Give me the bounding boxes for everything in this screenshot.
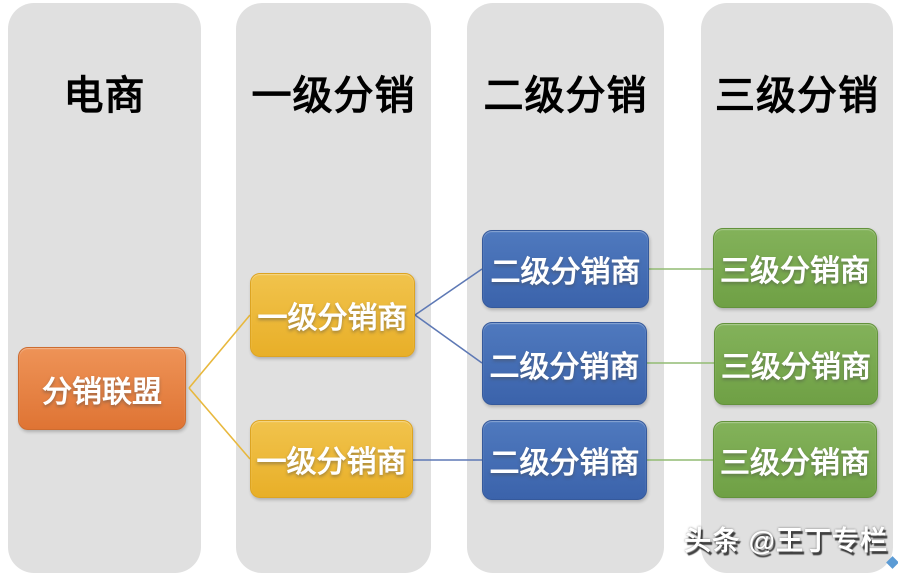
- column-header-level3: 三级分销: [715, 74, 879, 118]
- node-level3-distributor-3: 三级分销商: [713, 421, 877, 498]
- watermark-toutiao-author: 头条 @王丁专栏: [684, 526, 888, 556]
- column-header-level2: 二级分销: [483, 74, 648, 118]
- node-level3-distributor-1: 三级分销商: [713, 228, 877, 308]
- node-label: 三级分销商: [720, 255, 870, 288]
- node-label: 二级分销商: [489, 350, 640, 384]
- node-label: 分销联盟: [42, 375, 162, 409]
- node-label: 二级分销商: [490, 256, 641, 289]
- column-header-level1: 一级分销: [251, 74, 416, 118]
- node-label: 三级分销商: [721, 351, 871, 384]
- node-level2-distributor-3: 二级分销商: [482, 420, 647, 500]
- node-level2-distributor-2: 二级分销商: [482, 322, 647, 405]
- column-header-ecommerce: 电商: [63, 74, 146, 118]
- node-label: 二级分销商: [489, 447, 640, 480]
- node-level3-distributor-2: 三级分销商: [714, 323, 878, 405]
- node-level1-distributor-2: 一级分销商: [250, 420, 413, 498]
- node-level2-distributor-1: 二级分销商: [482, 230, 649, 308]
- column-ecommerce: 电商: [8, 3, 201, 573]
- node-label: 三级分销商: [720, 446, 870, 480]
- node-distribution-alliance: 分销联盟: [18, 347, 186, 430]
- node-label: 一级分销商: [256, 446, 407, 479]
- node-level1-distributor-1: 一级分销商: [250, 273, 415, 357]
- node-label: 一级分销商: [257, 302, 408, 335]
